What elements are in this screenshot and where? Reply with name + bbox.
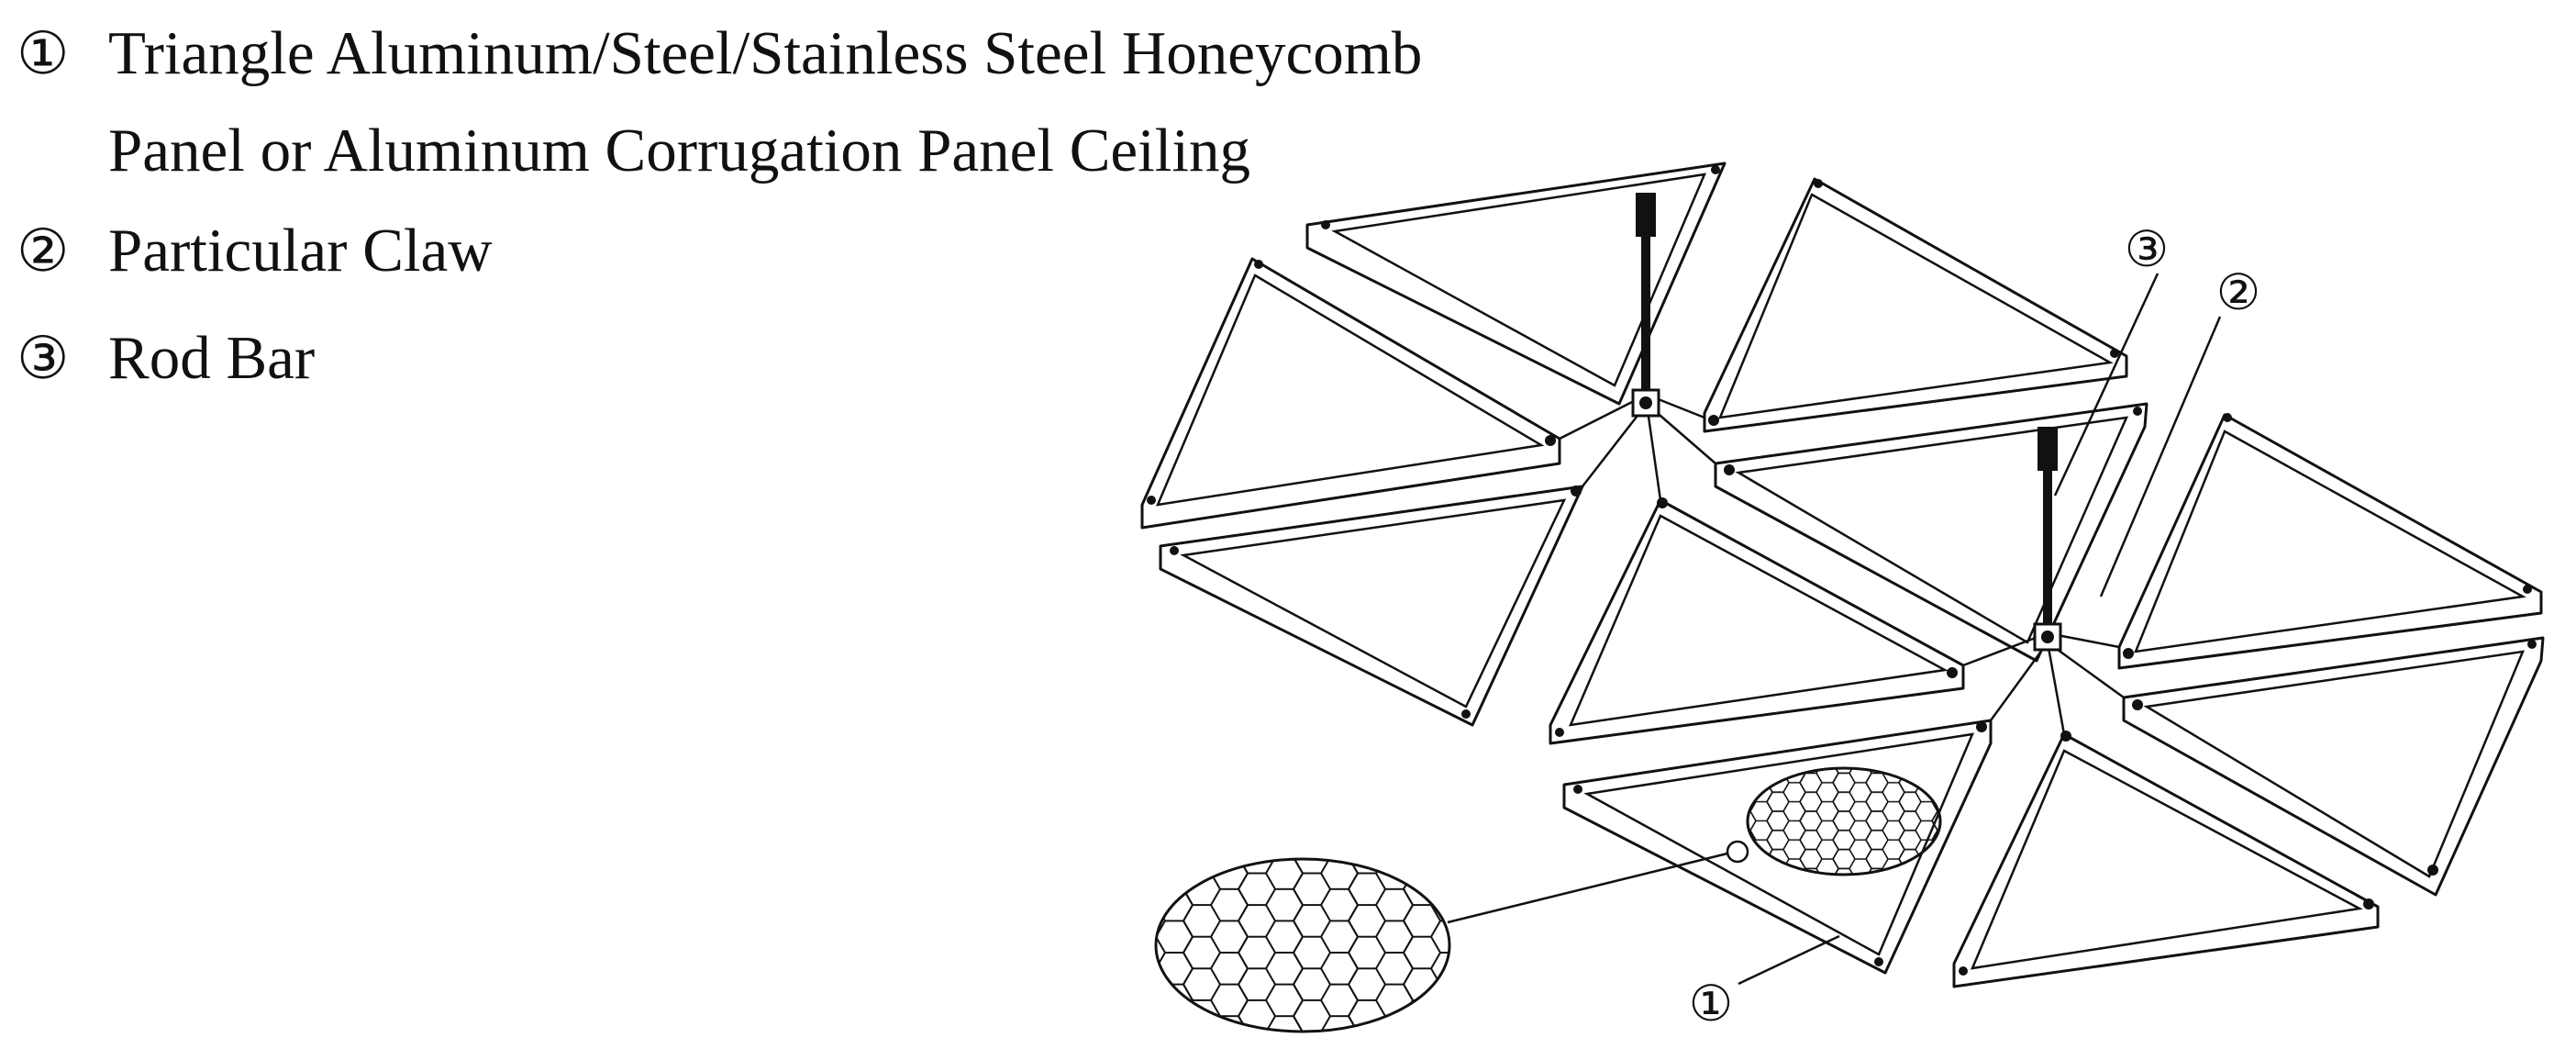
triangle-panel — [1305, 162, 1727, 406]
legend: ① Triangle Aluminum/Steel/Stainless Stee… — [17, 19, 1422, 393]
legend-item-3: ③ Rod Bar — [17, 324, 315, 393]
particular-claw — [1559, 388, 1716, 501]
honeycomb-detail — [1154, 766, 1942, 1033]
legend-marker-1: ① — [17, 20, 69, 88]
callout-2-marker: ② — [2216, 263, 2260, 321]
triangle-panel — [2122, 636, 2545, 897]
legend-marker-3: ③ — [17, 325, 69, 393]
legend-item-2: ② Particular Claw — [17, 217, 493, 285]
rod-bar — [2037, 427, 2058, 624]
legend-label-2: Particular Claw — [108, 217, 493, 285]
panel-cluster-left — [1140, 162, 2149, 745]
legend-label-3: Rod Bar — [108, 324, 315, 392]
callout-2: ② — [2099, 263, 2260, 597]
legend-label-1-line1: Triangle Aluminum/Steel/Stainless Steel … — [108, 19, 1422, 87]
particular-claw — [1962, 622, 2125, 735]
triangle-panel — [1140, 257, 1561, 530]
triangle-panel — [1952, 731, 2380, 988]
callout-3-marker: ③ — [2125, 220, 2169, 278]
triangle-panel — [1159, 485, 1584, 727]
callout-1: ① — [1689, 934, 1840, 1032]
triangle-panel — [1703, 177, 2128, 433]
rod-bar — [1636, 193, 1656, 390]
callout-1-marker: ① — [1689, 975, 1733, 1032]
legend-item-1: ① Triangle Aluminum/Steel/Stainless Stee… — [17, 19, 1422, 184]
legend-label-1-line2: Panel or Aluminum Corrugation Panel Ceil… — [108, 117, 1250, 184]
legend-marker-2: ② — [17, 218, 69, 285]
triangle-panel — [2117, 413, 2543, 670]
callout-3: ③ — [2053, 220, 2169, 497]
triangle-panel — [1549, 497, 1965, 745]
